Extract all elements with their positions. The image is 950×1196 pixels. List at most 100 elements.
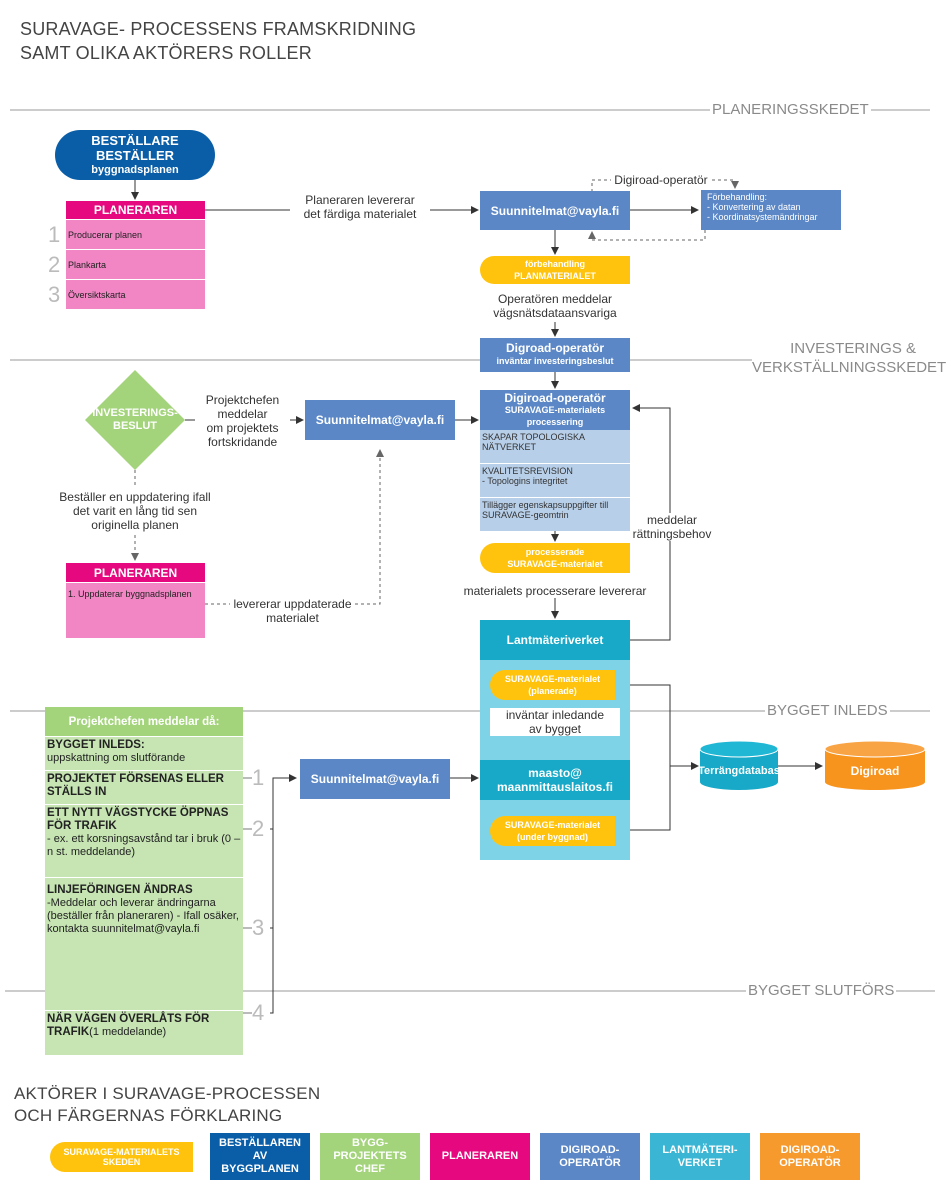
legend-digiroad-operator-1: DIGIROAD- xyxy=(560,1143,620,1156)
edge-label-orders-update: Beställer en uppdatering ifall det varit… xyxy=(50,490,220,532)
planeraren-num-3: 3 xyxy=(48,282,61,307)
digiroad-process-line-2: SURAVAGE-materialets xyxy=(504,405,606,415)
planeraren-num-1: 1 xyxy=(48,222,61,247)
phase-label-build-start: BYGGET INLEDS xyxy=(765,702,890,720)
legend-lantmateriverket: LANTMÄTERI- VERKET xyxy=(650,1133,750,1180)
legend-projektchef: BYGG- PROJEKTETS CHEF xyxy=(320,1133,420,1180)
edge-label-operator-informs-1: Operatören meddelar xyxy=(497,292,613,306)
edge-label-planner-delivers: Planeraren levererar det färdiga materia… xyxy=(290,193,430,221)
plan-pretreat-node: förbehandling PLANMATERIALET xyxy=(480,256,630,284)
processed-node: processerade SURAVAGE-materialet xyxy=(480,543,630,573)
digiroad-process-line-3: processering xyxy=(526,417,584,427)
digiroad-node: Digiroad xyxy=(825,741,925,790)
maasto-line-1: maasto@ xyxy=(528,766,582,780)
process-row-1: SKAPAR TOPOLOGISKA NÄTVERKET xyxy=(480,430,630,463)
legend-projektchef-1: BYGG- xyxy=(351,1137,389,1149)
legend-suravage-stages-1: SURAVAGE-MATERIALETS xyxy=(63,1147,180,1157)
pm-list-item-4: LINJEFÖRINGEN ÄNDRAS -Meddelar och lever… xyxy=(45,878,243,1010)
legend-lantmateriverket-1: LANTMÄTERI- xyxy=(662,1143,738,1156)
digiroad-waits-line-2: inväntar investeringsbeslut xyxy=(496,356,614,366)
forbehandling-line-3: - Koordinatsystemändringar xyxy=(707,212,818,222)
bestallare-node: BESTÄLLARE BESTÄLLER byggnadsplanen xyxy=(55,130,215,180)
legend-lantmateriverket-2: VERKET xyxy=(677,1156,723,1169)
process-row-3-line-2: SURAVAGE-geomtrin xyxy=(482,510,569,520)
phase-label-invest-1: INVESTERINGS & xyxy=(790,340,916,357)
legend-planeraren: PLANERAREN xyxy=(430,1133,530,1180)
maasto-node: maasto@ maanmittauslaitos.fi xyxy=(480,760,630,800)
legend-bestallaren: BESTÄLLAREN AV BYGGPLANEN xyxy=(210,1133,310,1180)
pm-list-item-5-title: NÄR VÄGEN ÖVERLÅTS FÖR TRAFIK xyxy=(47,1013,210,1038)
legend-digiroad-operator-orange-1: DIGIROAD- xyxy=(780,1143,840,1156)
pm-list-item-3-title: ETT NYTT VÄGSTYCKE ÖPPNAS FÖR TRAFIK xyxy=(47,807,229,832)
edge-label-delivers-updated-2: materialet xyxy=(266,611,319,625)
phase-label-build-end: BYGGET SLUTFÖRS xyxy=(746,982,897,1000)
edge-label-orders-update-3: originella planen xyxy=(91,518,179,532)
pm-list-item-5-text: (1 meddelande) xyxy=(89,1026,167,1038)
maasto-line-2: maanmittauslaitos.fi xyxy=(496,780,614,794)
edge-label-operator-informs: Operatören meddelar vägsnätsdataansvarig… xyxy=(480,292,630,320)
processed-line-1: processerade xyxy=(525,547,585,557)
plan-pretreat-line-2: PLANMATERIALET xyxy=(514,271,596,281)
edge-label-awaits-start: inväntar inledande av bygget xyxy=(490,708,620,736)
digiroad-process-line-1: Digiroad-operatör xyxy=(504,391,606,405)
edge-label-planner-delivers-2: det färdiga materialet xyxy=(303,207,417,221)
pm-list-item-3-text: - ex. ett korsningsavstånd tar i bruk (0… xyxy=(47,833,241,858)
title-line-1: SURAVAGE- PROCESSENS FRAMSKRIDNING xyxy=(20,19,417,39)
edge-label-pm-informs-1: Projektchefen xyxy=(205,393,280,407)
pm-num-3: 3 xyxy=(252,915,265,940)
process-row-1-line-2: NÄTVERKET xyxy=(482,442,537,452)
edge-label-pm-informs-3: om projektets xyxy=(206,421,279,435)
invest-decision-line-1: INVESTERINGS- xyxy=(92,407,178,419)
planeraren-block: PLANERAREN Producerar planen Plankarta Ö… xyxy=(66,201,205,309)
edge-label-informs-corrections: meddelar rättningsbehov xyxy=(632,513,712,541)
sur-planned-line-1: SURAVAGE-materialet xyxy=(504,674,601,684)
process-row-3: Tillägger egenskapsuppgifter till SURAVA… xyxy=(480,498,630,531)
sur-planned-node: SURAVAGE-materialet (planerade) xyxy=(490,670,615,700)
pm-list-item-1-text: uppskattning om slutförande xyxy=(47,752,186,764)
suunnitelmat-node-1: Suunnitelmat@vayla.fi xyxy=(480,191,630,230)
edge-label-pm-informs-2: meddelar xyxy=(217,407,268,421)
plan-pretreat-line-1: förbehandling xyxy=(525,259,585,269)
phase-label-planning: PLANERINGSSKEDET xyxy=(710,101,871,119)
invest-decision-line-2: BESLUT xyxy=(113,420,157,432)
planeraren-row-1: Producerar planen xyxy=(66,220,205,249)
pm-list-item-1-title: BYGGET INLEDS: xyxy=(47,739,145,751)
pm-num-1: 1 xyxy=(252,765,265,790)
edge-label-planner-delivers-1: Planeraren levererar xyxy=(305,193,415,207)
pm-list-item-3: ETT NYTT VÄGSTYCKE ÖPPNAS FÖR TRAFIK - e… xyxy=(45,805,243,877)
planeraren-row-3: Översiktskarta xyxy=(66,280,205,309)
forbehandling-node: Förbehandling: - Konvertering av datan -… xyxy=(701,190,841,230)
sur-under-line-2: (under byggnad) xyxy=(517,832,588,842)
bestallare-line-1: BESTÄLLARE xyxy=(91,132,179,148)
process-row-2: KVALITETSREVISION - Topologins integrite… xyxy=(480,464,630,497)
process-row-3-line-1: Tillägger egenskapsuppgifter till xyxy=(482,500,609,510)
digiroad-waits-line-1: Digroad-operatör xyxy=(505,341,604,355)
planeraren-row-2: Plankarta xyxy=(66,250,205,279)
planeraren-num-2: 2 xyxy=(48,252,61,277)
pm-list-item-5: NÄR VÄGEN ÖVERLÅTS FÖR TRAFIK(1 meddelan… xyxy=(45,1011,243,1055)
edge-label-operator-informs-2: vägsnätsdataansvariga xyxy=(493,306,617,320)
edge-label-pm-informs: Projektchefen meddelar om projektets for… xyxy=(195,393,290,449)
forbehandling-line-1: Förbehandling: xyxy=(707,192,768,202)
process-row-2-line-2: - Topologins integritet xyxy=(482,476,568,486)
edge-label-digiroad-operator: Digiroad-operatör xyxy=(611,173,711,187)
pm-list-item-4-text: -Meddelar och leverar ändringarna (bestä… xyxy=(47,897,239,935)
bestallare-line-2: BESTÄLLER xyxy=(96,147,174,163)
legend-digiroad-operator: DIGIROAD- OPERATÖR xyxy=(540,1133,640,1180)
edge-label-pm-informs-4: fortskridande xyxy=(207,435,278,449)
edge-label-informs-corrections-1: meddelar xyxy=(646,513,698,527)
legend-digiroad-operator-orange-2: OPERATÖR xyxy=(779,1156,841,1169)
legend-suravage-stages: SURAVAGE-MATERIALETS SKEDEN xyxy=(50,1142,193,1172)
digiroad-label: Digiroad xyxy=(850,764,900,778)
legend-bestallaren-2: AV xyxy=(252,1150,268,1162)
terrangdatabas-label: Terrängdatabas xyxy=(698,765,780,777)
page-title: SURAVAGE- PROCESSENS FRAMSKRIDNING SAMT … xyxy=(20,17,540,65)
digiroad-process-block: Digiroad-operatör SURAVAGE-materialets p… xyxy=(480,390,630,531)
legend-bestallaren-3: BYGGPLANEN xyxy=(221,1163,299,1175)
legend-digiroad-operator-2: OPERATÖR xyxy=(559,1156,621,1169)
legend-title-2: OCH FÄRGERNAS FÖRKLARING xyxy=(14,1106,283,1125)
edge-label-orders-update-2: det varit en lång tid sen xyxy=(72,504,198,518)
diamond-shape xyxy=(85,370,185,470)
edge-label-delivers-updated: levererar uppdaterade materialet xyxy=(230,597,355,625)
legend-bestallaren-1: BESTÄLLAREN xyxy=(219,1137,301,1149)
